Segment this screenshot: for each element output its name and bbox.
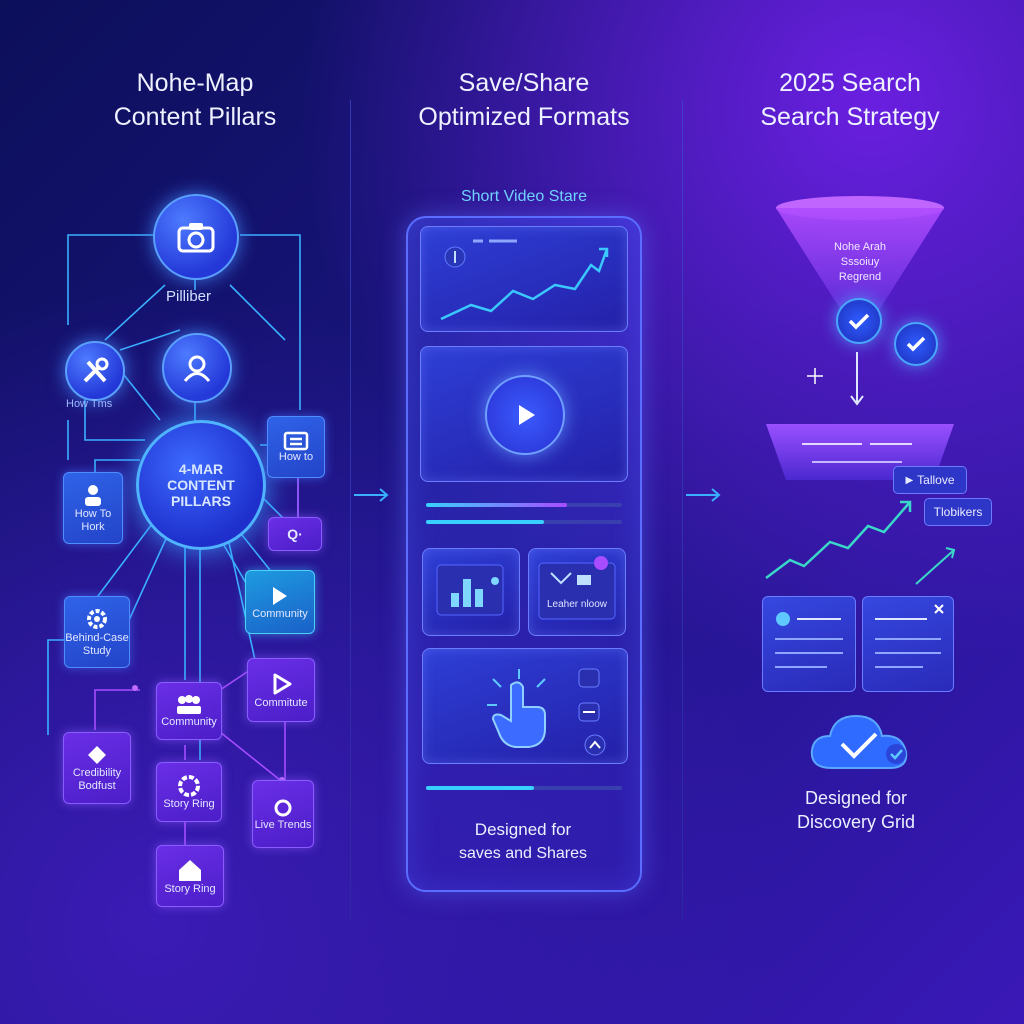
ring-icon (274, 799, 292, 816)
analytics-card[interactable] (420, 226, 628, 332)
funnel-text: Nohe Arah Sssoiuy Regrend (834, 241, 886, 283)
result-card-right[interactable] (862, 596, 954, 692)
video-player-card[interactable] (420, 346, 628, 482)
tools-node[interactable] (65, 341, 125, 401)
cloud-check-icon (810, 714, 908, 769)
node-behind-case-study[interactable]: Behind-Case Study (64, 596, 130, 668)
home-icon (179, 859, 201, 881)
column-title-search-strategy: 2025 Search Search Strategy (760, 69, 940, 131)
play-icon (519, 405, 535, 425)
node-live-trends[interactable]: Live Trends (252, 780, 314, 848)
right-caption: Designed for Discovery Grid (796, 788, 916, 832)
play-button[interactable] (485, 375, 565, 455)
tag-tallove[interactable]: ▶ Tallove (893, 466, 967, 494)
user-icon (183, 355, 211, 382)
camera-icon (177, 223, 215, 253)
check-icon (848, 313, 870, 330)
node-commitute[interactable]: Commitute (247, 658, 315, 722)
column-title-save-share: Save/Share Optimized Formats (418, 69, 630, 131)
person-icon (85, 485, 101, 506)
tools-label: How Tms (66, 398, 113, 410)
progress-bar-3-fill[interactable] (426, 786, 534, 790)
list-icon (775, 612, 843, 668)
tools-icon (83, 357, 109, 383)
node-how-to-hork[interactable]: How To Hork (63, 472, 123, 544)
stats-card-right-label: Leaher nloow (546, 599, 608, 610)
content-pillars-hub[interactable]: 4-MAR CONTENT PILLARS (136, 420, 266, 550)
divider-right (682, 100, 683, 920)
progress-bar-2-fill[interactable] (426, 520, 544, 524)
top-node-label: Pilliber (166, 288, 212, 305)
tag-tlobikers[interactable]: Tlobikers (924, 498, 992, 526)
camera-node[interactable] (153, 194, 239, 280)
engagement-card[interactable] (422, 648, 628, 764)
arrow-to-right (686, 488, 721, 502)
badge-icon (538, 556, 616, 620)
check-icon (906, 336, 926, 352)
gear-icon (87, 609, 107, 629)
stats-card-right[interactable]: Leaher nloow (528, 548, 626, 636)
check-badge-2 (894, 322, 938, 366)
node-community-top[interactable]: Community (245, 570, 315, 634)
arrow-to-middle (354, 488, 389, 502)
node-story-ring-top[interactable]: Story Ring (156, 762, 222, 822)
node-credibility[interactable]: Credibility Bodfust (63, 732, 131, 804)
play-small-icon: ▶ (905, 474, 914, 486)
node-community-middle[interactable]: Community (156, 682, 222, 740)
mind-map-connectors (47, 234, 301, 845)
bar-chart-icon (436, 564, 504, 616)
result-card-left[interactable] (762, 596, 856, 692)
node-qa[interactable]: Q· (268, 517, 322, 551)
search-funnel (776, 196, 944, 318)
down-arrow-icon (850, 352, 864, 406)
node-story-ring-bottom[interactable]: Story Ring (156, 845, 224, 907)
stats-card-left[interactable] (422, 548, 520, 636)
middle-caption: Designed for saves and Shares (458, 820, 588, 862)
trend-arrow-icon (765, 500, 956, 585)
flower-icon (178, 774, 200, 797)
close-icon (875, 604, 944, 668)
node-how-to[interactable]: How to (267, 416, 325, 478)
trend-chart-icon (440, 239, 609, 321)
user-node[interactable] (162, 333, 232, 403)
play-icon (273, 673, 292, 694)
document-icon (283, 431, 309, 450)
check-badge-1 (836, 298, 882, 344)
sparkle-icon (807, 368, 823, 384)
group-icon (177, 694, 201, 714)
divider-left (350, 100, 351, 920)
progress-bar-1-fill[interactable] (426, 503, 568, 507)
diamond-icon (88, 746, 106, 764)
column-title-content-pillars: Nohe-Map Content Pillars (113, 69, 277, 131)
middle-header: Short Video Stare (460, 188, 587, 205)
flag-icon (273, 586, 287, 605)
hand-pointer-icon (487, 668, 606, 756)
